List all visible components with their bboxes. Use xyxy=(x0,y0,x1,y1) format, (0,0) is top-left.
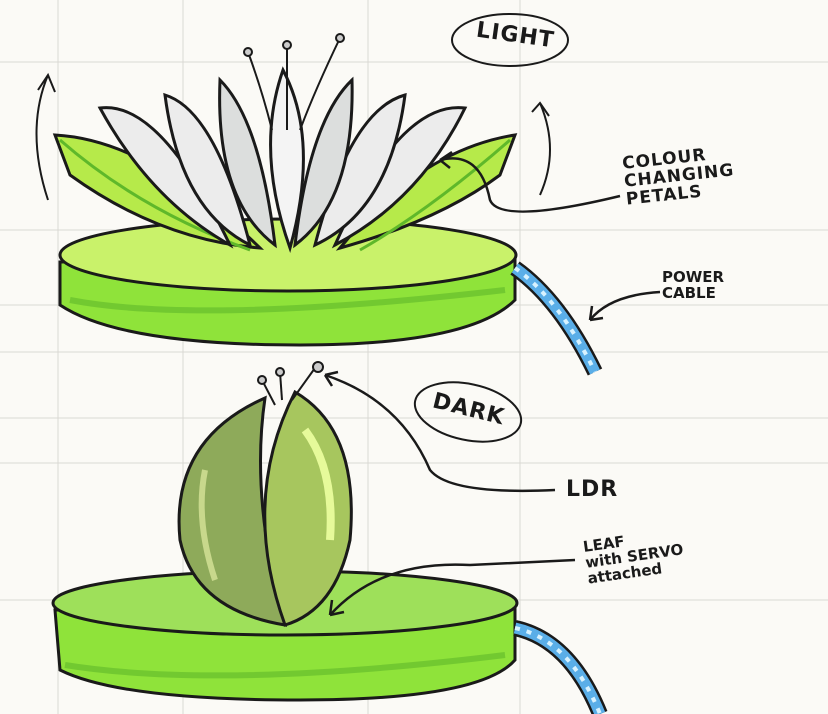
dark-label-ellipse xyxy=(413,381,523,443)
power-cable-annotation: POWER CABLE xyxy=(662,268,725,302)
lamp-open-light-state xyxy=(35,33,661,376)
stamens-bottom xyxy=(257,361,324,406)
leader-lines-bottom xyxy=(323,370,576,617)
power-cable-top xyxy=(510,261,603,376)
light-label-ellipse xyxy=(451,13,569,67)
leader-lines-top xyxy=(439,150,661,322)
stamens-top xyxy=(243,33,345,131)
lamp-closed-dark-state xyxy=(51,361,608,714)
motion-arrows xyxy=(35,72,551,201)
closed-bud xyxy=(177,389,353,627)
ldr-annotation: LDR xyxy=(566,477,619,502)
power-cable-bottom xyxy=(513,620,608,714)
lily-pad-base-top xyxy=(58,217,518,347)
white-petals xyxy=(97,66,468,253)
